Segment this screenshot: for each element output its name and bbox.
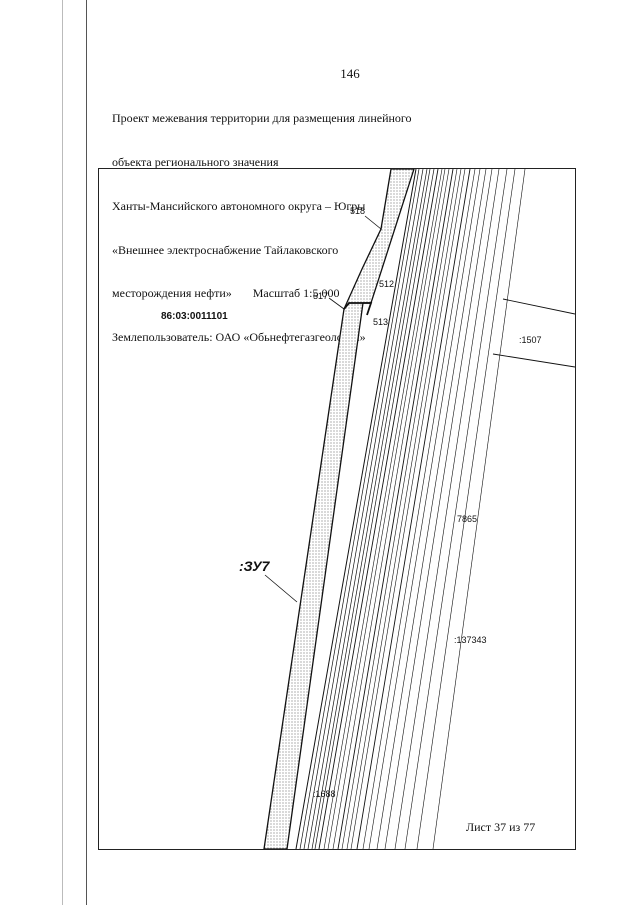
parcel-notch-512-513 [343, 302, 373, 316]
neighbor-label-7865: 7865 [457, 514, 478, 524]
corridor-line [318, 169, 439, 849]
point-label-517: 517 [313, 291, 329, 301]
corridor-line [350, 169, 466, 849]
parcel-1507-lower-edge [492, 353, 575, 368]
corridor-line [299, 169, 420, 849]
corridor-line [314, 169, 435, 849]
scan-edge-line [62, 0, 63, 905]
survey-map: 86:03:0011101 518 517 512 513 :1507 :ЗУ7… [98, 168, 576, 850]
header-line-4: «Внешнее электроснабжение Тайлаковского [112, 242, 339, 257]
cadastral-block-label: 86:03:0011101 [161, 311, 228, 322]
corridor-line [376, 169, 487, 849]
point-label-512: 512 [379, 279, 395, 289]
neighbor-label-137343: :137343 [454, 635, 487, 645]
corridor-line [416, 169, 516, 849]
corridor-line [311, 169, 431, 849]
header-line-1: Проект межевания территории для размещен… [112, 111, 412, 126]
map-drawing [263, 169, 575, 849]
parcel-zu7-label: :ЗУ7 [239, 558, 270, 574]
neighbor-label-1688: :1688 [313, 789, 336, 799]
corridor-line [368, 169, 481, 849]
corridor-line [356, 169, 471, 849]
sheet-number: Лист 37 из 77 [466, 820, 536, 834]
corridor-line [341, 169, 458, 849]
corridor-line [307, 169, 428, 849]
header-line-2: объекта регионального значения [112, 154, 279, 169]
corridor-line [394, 169, 500, 849]
corridor-line [295, 169, 417, 849]
corridor-line [323, 169, 443, 849]
corridor-line [432, 169, 526, 849]
leader-517 [328, 297, 345, 310]
document-header: Проект межевания территории для размещен… [112, 82, 412, 359]
corridor-line [327, 169, 446, 849]
corridor-line [303, 169, 424, 849]
page-number: 146 [340, 66, 360, 81]
parcel-1507-upper-edge [502, 298, 575, 315]
parcel-zu7-area [263, 169, 415, 849]
header-line-6: Землепользователь: ОАО «Обьнефтегазгеоло… [112, 330, 366, 345]
binding-margin-line [86, 0, 87, 905]
point-label-518: 518 [350, 206, 366, 216]
corridor-line [332, 169, 450, 849]
corridor-line [346, 169, 462, 849]
header-line-5: месторождения нефти» Масштаб 1:5 000 [112, 286, 340, 301]
corridor-line [337, 169, 454, 849]
point-label-513: 513 [373, 317, 389, 327]
header-line-3: Ханты-Мансийского автономного округа – Ю… [112, 198, 366, 213]
corridor-lines [295, 169, 526, 849]
neighbor-label-1507: :1507 [519, 335, 542, 345]
corridor-line [362, 169, 476, 849]
leader-518 [364, 215, 382, 230]
leader-zu7 [264, 574, 298, 603]
corridor-line [404, 169, 508, 849]
corridor-line [384, 169, 493, 849]
